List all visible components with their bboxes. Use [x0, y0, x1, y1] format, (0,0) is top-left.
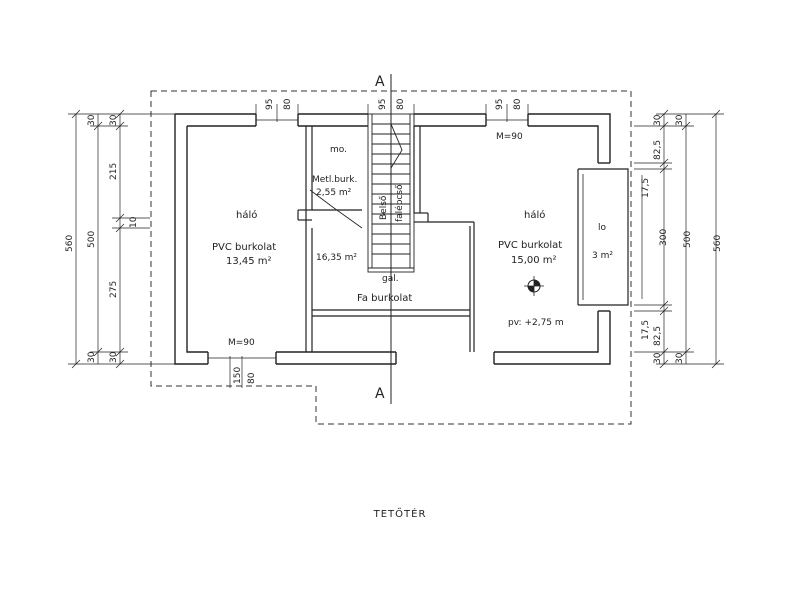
hall-floor: Fa burkolat — [357, 293, 412, 304]
dim-right-30-bottom-b: 30 — [675, 352, 685, 364]
dim-right-175-top: 17,5 — [641, 178, 651, 198]
dim-right-560: 560 — [713, 235, 723, 252]
right-dim-lines — [634, 109, 724, 369]
left-room-name: háló — [236, 209, 257, 221]
metal-floor-label: Metl.burk. — [312, 175, 357, 185]
dim-left-560: 560 — [65, 235, 75, 252]
section-marker-top: A — [375, 74, 385, 90]
dim-top-95-c: 95 — [495, 99, 505, 110]
dim-left-30-bottom-a: 30 — [87, 351, 97, 363]
dim-top-80-b: 80 — [396, 98, 406, 110]
dim-right-30-top-b: 30 — [675, 114, 685, 126]
stair-label-2: falépcső — [394, 184, 405, 222]
dim-left-30-top-a: 30 — [87, 114, 97, 126]
dim-bottom-150: 150 — [233, 367, 243, 384]
bottom-window-dims — [229, 356, 243, 388]
level-marker-icon — [524, 276, 544, 296]
dim-right-30-bottom-a: 30 — [653, 352, 663, 364]
leader-line — [309, 189, 363, 229]
dim-right-175-bottom: 17,5 — [641, 320, 651, 340]
dim-top-80-a: 80 — [283, 98, 293, 110]
interior-walls — [297, 126, 475, 352]
dim-bottom-80: 80 — [247, 372, 257, 384]
drawing-caption: TETŐTÉR — [373, 509, 427, 520]
dim-left-10: 10 — [129, 216, 139, 228]
dim-left-30-bottom-b: 30 — [109, 351, 119, 363]
outer-walls — [174, 113, 611, 365]
left-room-floor: PVC burkolat — [212, 242, 276, 253]
dim-left-215: 215 — [109, 163, 119, 180]
gallery-label: gal. — [382, 274, 399, 284]
dim-right-300: 300 — [659, 229, 669, 246]
roof-outline — [150, 90, 632, 425]
door-label-top: M=90 — [496, 132, 523, 142]
dim-left-30-top-b: 30 — [109, 114, 119, 126]
dim-right-500: 500 — [683, 231, 693, 248]
dim-left-500: 500 — [87, 231, 97, 248]
storage-name: mo. — [330, 145, 347, 155]
stair-label-1: Belső — [379, 195, 389, 220]
level-text: pv: +2,75 m — [508, 318, 564, 328]
top-window-dims — [255, 104, 529, 122]
dim-right-825-bottom: 82,5 — [653, 326, 663, 346]
dim-top-95-b: 95 — [378, 99, 388, 110]
dim-right-30-top-a: 30 — [653, 114, 663, 126]
loggia-name: lo — [598, 223, 607, 233]
left-room-area: 13,45 m² — [226, 256, 272, 267]
loggia-area: 3 m² — [592, 251, 613, 261]
right-room-area: 15,00 m² — [511, 255, 557, 266]
door-label-bottom: M=90 — [228, 338, 255, 348]
dim-top-80-c: 80 — [513, 98, 523, 110]
right-room-name: háló — [524, 209, 545, 221]
hall-area: 16,35 m² — [316, 253, 357, 263]
metal-floor-area: 2,55 m² — [316, 188, 352, 198]
left-dim-lines — [68, 109, 180, 369]
dim-right-825-top: 82,5 — [653, 140, 663, 160]
right-room-floor: PVC burkolat — [498, 240, 562, 251]
section-marker-bottom: A — [375, 386, 385, 402]
dim-left-275: 275 — [109, 281, 119, 298]
loggia-outline — [577, 168, 629, 306]
dim-top-95-a: 95 — [265, 99, 275, 110]
